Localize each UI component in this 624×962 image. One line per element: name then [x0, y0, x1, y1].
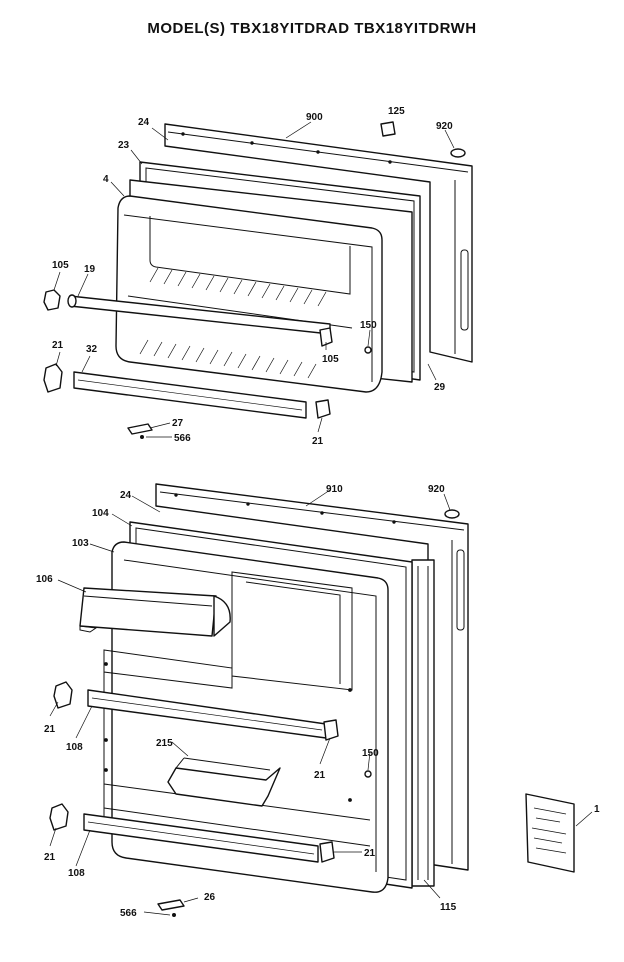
callout-920-top: 920 [436, 121, 453, 132]
gasket-side-115 [411, 559, 435, 887]
callout-23: 23 [118, 140, 130, 151]
callout-103: 103 [72, 538, 89, 549]
callout-104: 104 [92, 508, 109, 519]
callout-900: 900 [306, 112, 323, 123]
part-150-bottom-screw [364, 770, 372, 778]
callout-106: 106 [36, 574, 53, 585]
part-150-screw [364, 346, 372, 354]
callout-21-mid-right: 21 [314, 770, 326, 781]
inner-liner-4 [115, 195, 383, 393]
callout-21-low-left: 21 [44, 852, 56, 863]
part-26-plate [157, 899, 185, 917]
callout-105-left: 105 [52, 260, 69, 271]
part-125-clip [380, 121, 396, 137]
egg-bin-215 [167, 757, 281, 807]
clip-105-left [43, 289, 61, 311]
callout-21-mid-left: 21 [44, 724, 56, 735]
callout-566-top: 566 [174, 433, 191, 444]
part-27-plate [127, 423, 153, 439]
shelf-bar-32 [73, 371, 307, 419]
clip-21-right [315, 399, 331, 419]
callout-150-bottom: 150 [362, 748, 379, 759]
dairy-door-106 [79, 587, 231, 637]
callout-21-low-right: 21 [364, 848, 376, 859]
callout-150-top: 150 [360, 320, 377, 331]
clip-105-right [319, 327, 333, 347]
callout-27: 27 [172, 418, 184, 429]
owner-manual-1 [525, 793, 575, 873]
callout-108-upper: 108 [66, 742, 83, 753]
callout-19: 19 [84, 264, 96, 275]
outer-door-panel-900 [164, 123, 473, 363]
callout-215: 215 [156, 738, 173, 749]
part-920-bottom-plug [444, 509, 460, 519]
callout-920-bottom: 920 [428, 484, 445, 495]
callout-108-lower: 108 [68, 868, 85, 879]
clip-21-mid-left [53, 681, 73, 709]
shelf-ribs-lower [139, 339, 317, 379]
shelf-bar-108-lower [83, 813, 319, 863]
callout-1: 1 [594, 804, 600, 815]
part-920-plug [450, 148, 466, 158]
freezer-door-assembly [43, 121, 473, 439]
callout-29: 29 [434, 382, 446, 393]
shelf-ribs-upper [149, 267, 327, 307]
callout-21-top-right: 21 [312, 436, 324, 447]
callout-32: 32 [86, 344, 98, 355]
clip-21-left [43, 363, 63, 393]
callout-566-bottom: 566 [120, 908, 137, 919]
clip-21-low-left [49, 803, 69, 831]
clip-21-low-right [319, 841, 335, 863]
callout-4: 4 [103, 174, 109, 185]
callout-105-right: 105 [322, 354, 339, 365]
callout-115: 115 [440, 902, 457, 913]
clip-21-mid-right [323, 719, 339, 741]
manual-text-lines [531, 807, 567, 854]
callout-26: 26 [204, 892, 216, 903]
callout-125: 125 [388, 106, 405, 117]
callout-910: 910 [326, 484, 343, 495]
callout-24-top: 24 [138, 117, 150, 128]
callout-21-top-left: 21 [52, 340, 64, 351]
callout-24-bottom: 24 [120, 490, 132, 501]
fresh-food-door-assembly [49, 483, 593, 917]
model-title: MODEL(S) TBX18YITDRAD TBX18YITDRWH [147, 20, 477, 37]
